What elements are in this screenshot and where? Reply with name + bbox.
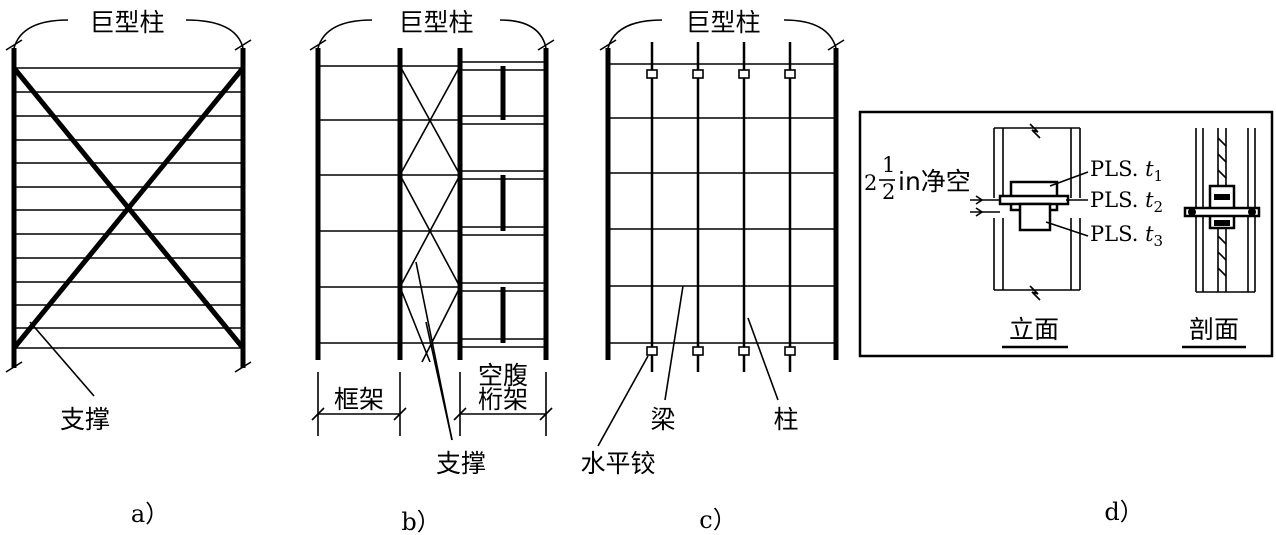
mega-column-label: 巨型柱 [89, 8, 164, 37]
caption-a: a） [131, 500, 169, 528]
section-plate-t2 [1183, 206, 1261, 218]
panel-d: 2 1 2 in净空 PLS. t1 PLS. t2 PLS. t3 [858, 110, 1274, 526]
frame-beams [318, 65, 460, 344]
plate1-label: PLS. t1 [1090, 157, 1163, 185]
mega-column-label: 巨型柱 [685, 8, 760, 37]
mega-column-leader-right [185, 19, 244, 49]
elevation-upper-column [993, 123, 1081, 198]
horizontal-hinges [646, 69, 796, 356]
section-bolts [1188, 194, 1256, 226]
vierendeel-dimension [453, 372, 553, 436]
column-label: 柱 [773, 405, 798, 434]
panel-b: 巨型柱 [309, 8, 555, 535]
beam-leader [664, 285, 684, 401]
diagonal-brace-2 [12, 66, 245, 350]
caption-c: c） [699, 506, 736, 534]
caption-b: b） [401, 508, 440, 535]
hinge-label: 水平铰 [580, 449, 655, 478]
mega-column-leader-right [783, 19, 837, 49]
vierendeel-label-line1: 空腹 [478, 361, 528, 390]
panel-c: 巨型柱 [580, 8, 845, 534]
vierendeel-label-line2: 桁架 [478, 385, 528, 414]
mega-column-leader-left [13, 19, 69, 49]
mega-column-label: 巨型柱 [398, 8, 473, 37]
clearance-unit: in净空 [898, 167, 971, 196]
beam-label: 梁 [650, 405, 675, 434]
clearance-den: 2 [882, 180, 895, 204]
brace-label: 支撑 [436, 449, 486, 478]
lattice-braces [399, 65, 461, 363]
break-marks [309, 39, 555, 51]
plate-t3 [1018, 202, 1052, 232]
mega-column-leader-right [499, 19, 547, 49]
caption-d: d） [1104, 498, 1143, 526]
section-label: 剖面 [1189, 315, 1239, 344]
column-leader [747, 317, 779, 401]
brace-label: 支撑 [60, 405, 110, 434]
brace-leader [29, 321, 95, 397]
beams [608, 63, 836, 344]
columns [650, 42, 792, 372]
mega-column-leader-left [607, 19, 663, 49]
panel-a: 巨型柱 支撑 a） [5, 8, 252, 528]
break-marks [5, 39, 252, 373]
elevation-label: 立面 [1009, 315, 1059, 344]
clearance-marks [970, 195, 1000, 217]
break-marks [599, 39, 845, 51]
plate2-label: PLS. t2 [1090, 188, 1163, 216]
clearance-num: 1 [882, 153, 895, 177]
mega-column-leader-left [317, 19, 373, 49]
clearance-whole: 2 [864, 171, 877, 195]
detail-frame [858, 110, 1274, 358]
frame-label: 框架 [334, 385, 384, 414]
hinge-leader [597, 355, 649, 447]
brace-leader-2 [425, 321, 453, 441]
plate-leaders [1045, 171, 1089, 237]
frame-dimension [311, 372, 407, 436]
plate3-label: PLS. t3 [1090, 222, 1163, 250]
